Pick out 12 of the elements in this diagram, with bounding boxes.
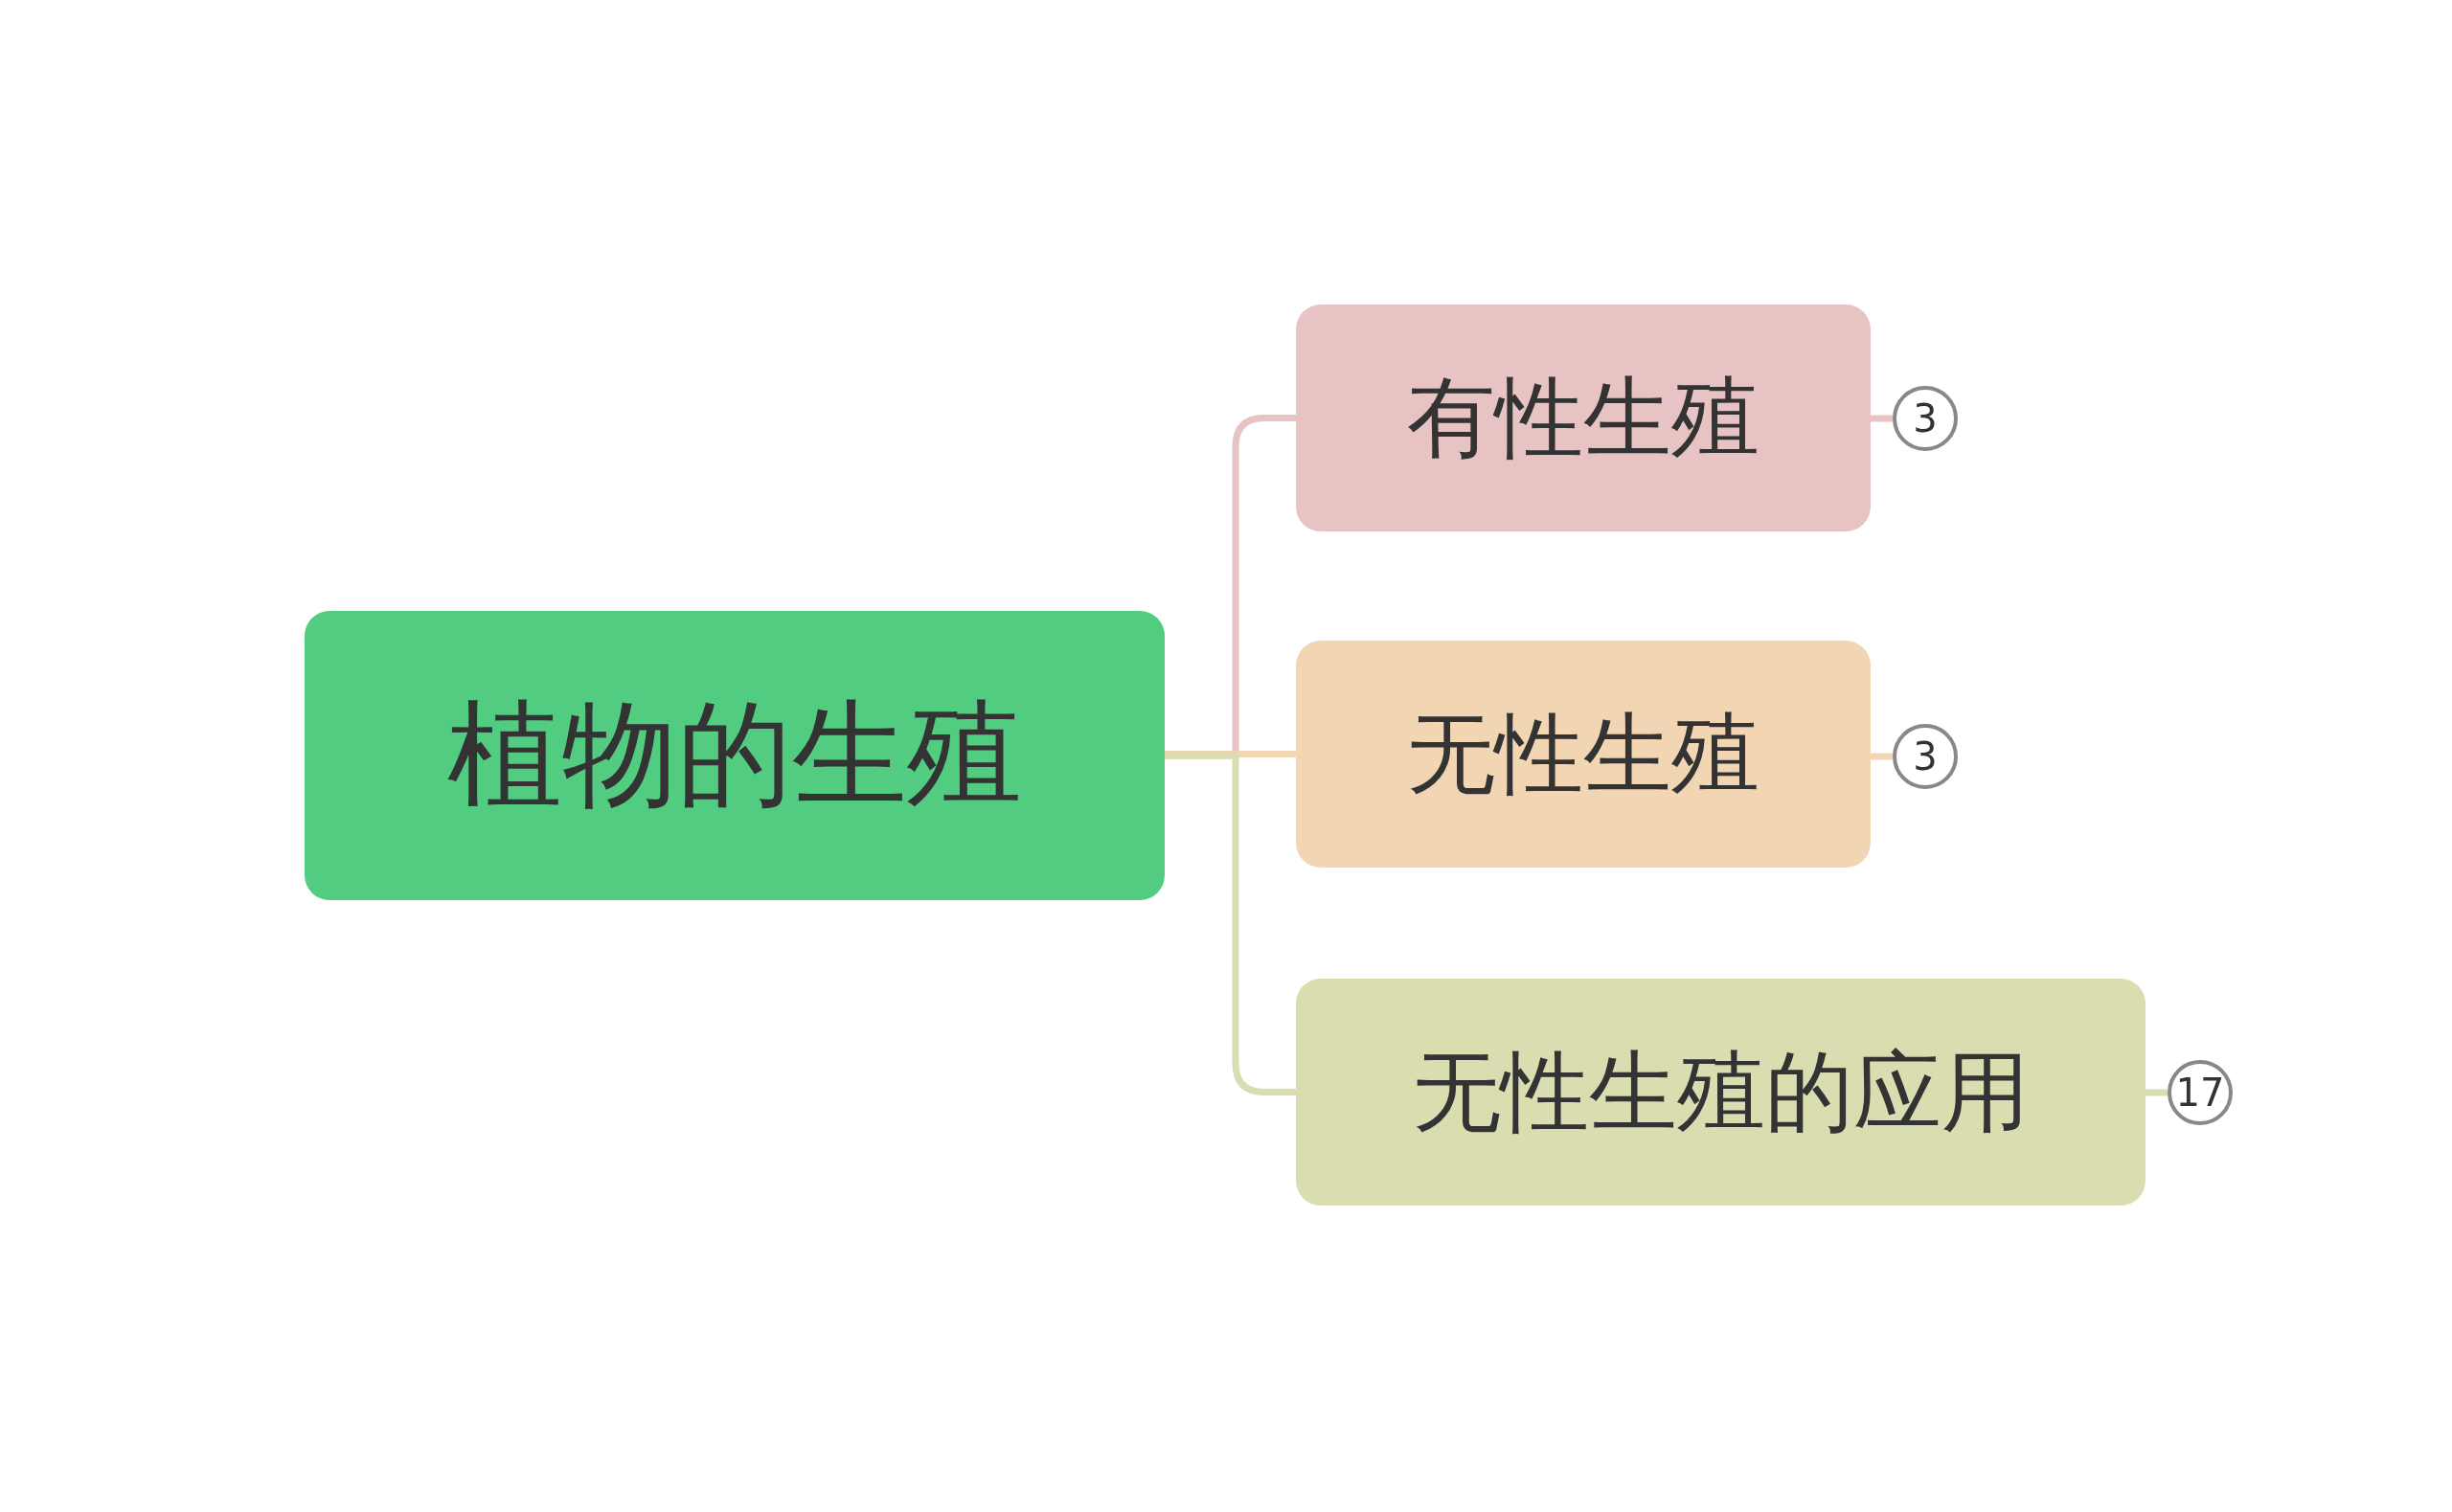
connector-line: [1165, 752, 1296, 1095]
connector-line: [1871, 415, 1893, 422]
root-box: 植物的生殖: [305, 611, 1165, 900]
count-badge: 3: [1893, 386, 1958, 451]
connector-line: [2146, 1089, 2168, 1096]
connector-line: [1165, 751, 1296, 757]
count-badge: 17: [2168, 1060, 2233, 1125]
topic-box: 有性生殖: [1296, 305, 1871, 531]
count-badge: 3: [1893, 724, 1958, 789]
connector-line: [1871, 753, 1893, 760]
topic-box: 无性生殖: [1296, 641, 1871, 868]
topic-box: 无性生殖的应用: [1296, 979, 2146, 1206]
